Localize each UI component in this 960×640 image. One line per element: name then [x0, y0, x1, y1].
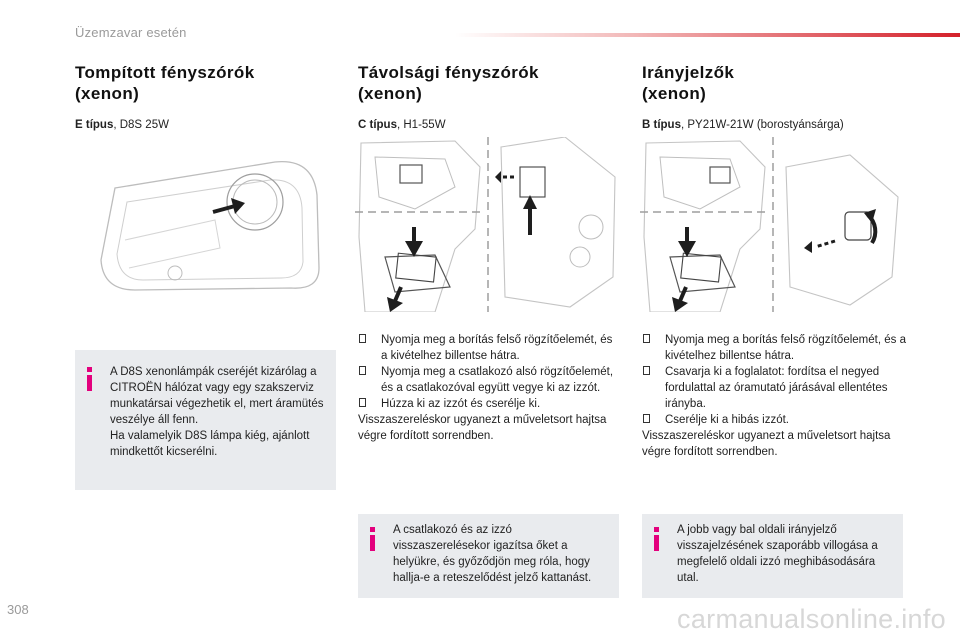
step-text: Nyomja meg a borítás felső rögzítőelemét…: [381, 334, 613, 362]
watermark: carmanualsonline.info: [677, 604, 946, 634]
title-line-2: (xenon): [75, 84, 140, 103]
bulb-type-value: , D8S 25W: [113, 119, 169, 131]
list-item: Nyomja meg a borítás felső rögzítőelemét…: [358, 332, 620, 364]
bulb-type: E típus, D8S 25W: [75, 119, 337, 131]
reassembly-note: Visszaszereléskor ugyanezt a műveletsort…: [642, 430, 891, 458]
step-text: Csavarja ki a foglalatot: fordítsa el ne…: [665, 366, 888, 410]
info-note-text: A jobb vagy bal oldali irányjelző vissza…: [677, 524, 878, 584]
step-bullet-icon: [359, 398, 366, 407]
step-text: Nyomja meg a csatlakozó alsó rögzítőelem…: [381, 366, 614, 394]
column-high-beam: Távolsági fényszórók (xenon) C típus, H1…: [358, 62, 620, 131]
high-beam-steps: Nyomja meg a borítás felső rögzítőelemét…: [358, 332, 620, 444]
bulb-type-label: B típus: [642, 119, 681, 131]
info-note-text: A D8S xenonlámpák cseréjét kizárólag a C…: [110, 366, 324, 458]
list-item: Nyomja meg a borítás felső rögzítőelemét…: [642, 332, 908, 364]
info-note-xenon: A D8S xenonlámpák cseréjét kizárólag a C…: [75, 350, 336, 490]
headlamp-illustration: [100, 160, 320, 291]
list-item: Nyomja meg a csatlakozó alsó rögzítőelem…: [358, 364, 620, 396]
step-text: Húzza ki az izzót és cserélje ki.: [381, 398, 541, 410]
title-line-1: Távolsági fényszórók: [358, 63, 539, 82]
bulb-type-label: E típus: [75, 119, 114, 131]
turn-signal-title: Irányjelzők (xenon): [642, 62, 904, 104]
title-line-1: Irányjelzők: [642, 63, 735, 82]
bulb-type-value: , PY21W-21W (borostyánsárga): [680, 119, 844, 131]
page-number: 308: [7, 602, 29, 617]
step-bullet-icon: [643, 414, 650, 423]
step-bullet-icon: [359, 334, 366, 343]
step-bullet-icon: [643, 366, 650, 375]
title-line-2: (xenon): [358, 84, 423, 103]
title-line-1: Tompított fényszórók: [75, 63, 255, 82]
turn-signal-illustration: [640, 137, 899, 312]
header-accent-rule: [455, 33, 960, 37]
step-text: Nyomja meg a borítás felső rögzítőelemét…: [665, 334, 906, 362]
step-bullet-icon: [643, 334, 650, 343]
bulb-type: C típus, H1-55W: [358, 119, 620, 131]
info-note-connector: A csatlakozó és az izzó visszaszerelések…: [358, 514, 619, 598]
low-beam-title: Tompított fényszórók (xenon): [75, 62, 337, 104]
bulb-type-label: C típus: [358, 119, 397, 131]
step-text: Cserélje ki a hibás izzót.: [665, 414, 789, 426]
bulb-type-value: , H1-55W: [396, 119, 446, 131]
column-low-beam: Tompított fényszórók (xenon) E típus, D8…: [75, 62, 337, 131]
info-note-text: A csatlakozó és az izzó visszaszerelések…: [393, 524, 592, 584]
title-line-2: (xenon): [642, 84, 707, 103]
step-bullet-icon: [359, 366, 366, 375]
info-note-turn-signal: A jobb vagy bal oldali irányjelző vissza…: [642, 514, 903, 598]
section-title: Üzemzavar esetén: [75, 25, 187, 40]
column-turn-signal: Irányjelzők (xenon) B típus, PY21W-21W (…: [642, 62, 904, 131]
high-beam-title: Távolsági fényszórók (xenon): [358, 62, 620, 104]
list-item: Csavarja ki a foglalatot: fordítsa el ne…: [642, 364, 908, 412]
list-item: Cserélje ki a hibás izzót.: [642, 412, 908, 428]
reassembly-note: Visszaszereléskor ugyanezt a műveletsort…: [358, 414, 607, 442]
turn-signal-steps: Nyomja meg a borítás felső rögzítőelemét…: [642, 332, 908, 460]
high-beam-illustration: [355, 137, 616, 312]
list-item: Húzza ki az izzót és cserélje ki.: [358, 396, 620, 412]
bulb-type: B típus, PY21W-21W (borostyánsárga): [642, 119, 904, 131]
